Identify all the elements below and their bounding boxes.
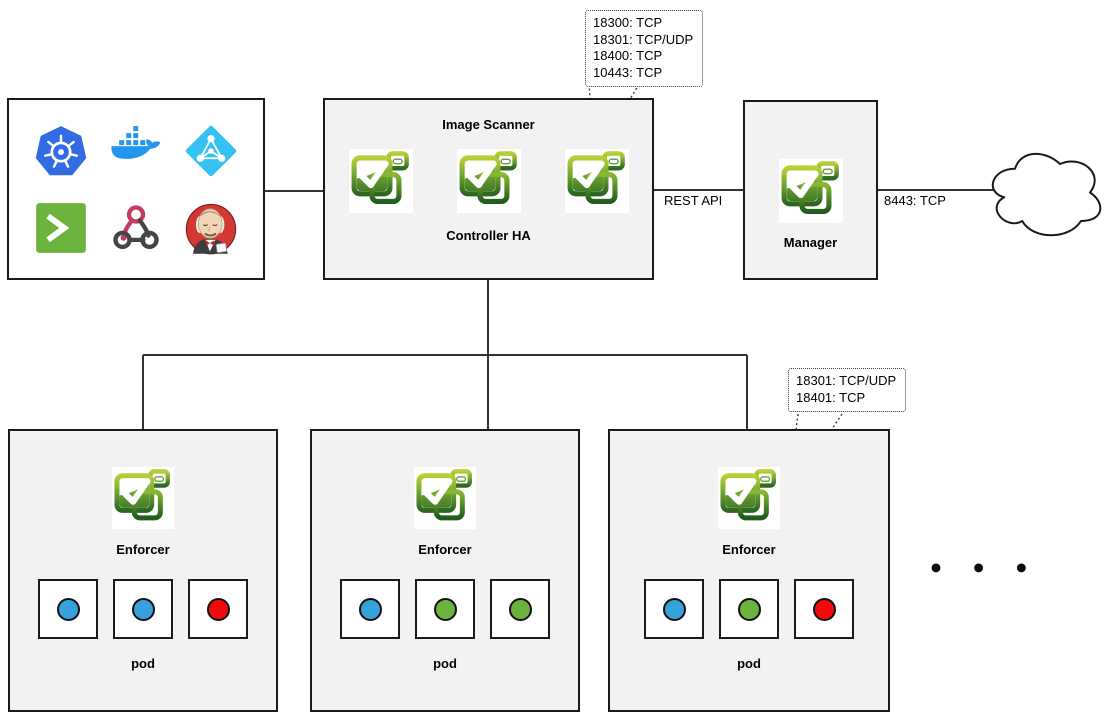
docker-icon (111, 124, 161, 159)
pod-container (490, 579, 550, 639)
more-enforcers-ellipsis: • • • (928, 554, 1039, 583)
callout-line: 18300: TCP (593, 15, 663, 30)
port-8443-label: 8443: TCP (884, 193, 946, 208)
pod-container (113, 579, 173, 639)
enforcer-box-2: Enforcer pod (310, 429, 580, 712)
callout-line: 18301: TCP/UDP (796, 373, 897, 388)
pod-container (340, 579, 400, 639)
pod-dot (508, 597, 532, 621)
pod-dot (56, 597, 80, 621)
pod-dot (206, 597, 230, 621)
neuvector-logo (778, 159, 843, 223)
enforcer-box-1: Enforcer pod (8, 429, 278, 712)
neuvector-logo (564, 149, 629, 213)
controller-ports-callout: 18300: TCP 18301: TCP/UDP 18400: TCP 104… (585, 10, 704, 87)
callout-line: 18400: TCP (593, 48, 663, 63)
controller-box: Image Scanner Controller HA (323, 98, 654, 280)
callout-line: 18301: TCP/UDP (593, 31, 694, 47)
shell-icon (35, 202, 86, 253)
manager-box: Manager (743, 100, 878, 280)
enforcer-label: Enforcer (722, 542, 776, 557)
pod-label: pod (433, 656, 457, 671)
pod-container (719, 579, 779, 639)
azure-ad-icon (186, 125, 237, 176)
neuvector-logo (456, 149, 521, 213)
image-scanner-label: Image Scanner (442, 117, 535, 132)
enforcer-label: Enforcer (418, 542, 472, 557)
neuvector-logo (414, 467, 476, 529)
pod-label: pod (737, 656, 761, 671)
webhook-icon (113, 204, 159, 249)
pod-dot (737, 597, 761, 621)
pod-dot (433, 597, 457, 621)
pod-dot (131, 597, 155, 621)
jenkins-icon (186, 203, 237, 254)
controller-ha-label: Controller HA (446, 228, 531, 243)
kubernetes-icon (35, 125, 86, 175)
pod-label: pod (131, 656, 155, 671)
callout-line: 18401: TCP (796, 389, 866, 405)
pod-dot (358, 597, 382, 621)
manager-label: Manager (783, 235, 838, 250)
neuvector-logo (718, 467, 780, 529)
pod-container (794, 579, 854, 639)
neuvector-logo (112, 467, 174, 529)
pod-dot (662, 597, 686, 621)
callout-line: 10443: TCP (593, 64, 663, 80)
rest-api-label: REST API (664, 193, 723, 208)
pod-container (188, 579, 248, 639)
enforcer-label: Enforcer (116, 542, 170, 557)
enforcer-ports-callout: 18301: TCP/UDP 18401: TCP (788, 368, 907, 412)
pod-container (415, 579, 475, 639)
pod-container (644, 579, 704, 639)
cloud-shape (991, 152, 1102, 237)
pod-container (38, 579, 98, 639)
enforcer-box-3: Enforcer pod (608, 429, 890, 712)
sources-box (7, 98, 265, 280)
neuvector-logo (348, 149, 413, 213)
pod-dot (812, 597, 836, 621)
